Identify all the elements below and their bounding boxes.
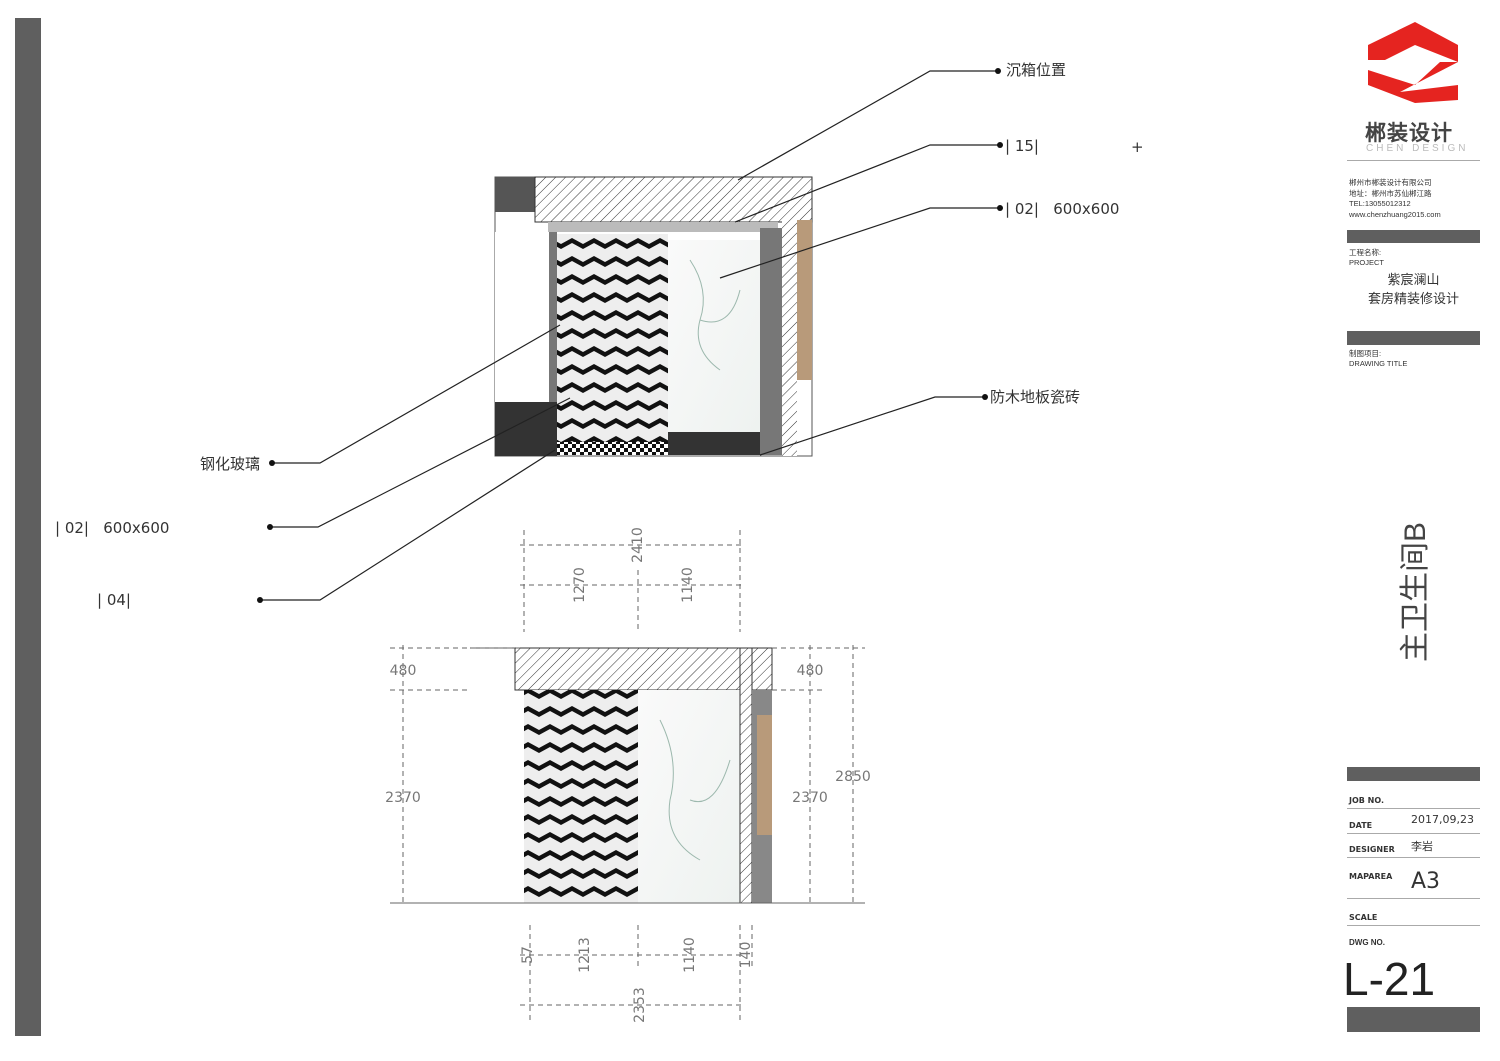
dim-left-lower: 2370 xyxy=(385,790,421,806)
drawing-title: 主卫生间B xyxy=(1399,522,1432,663)
date-value: 2017,09,23 xyxy=(1411,813,1474,826)
label-code-04: | 04| xyxy=(97,591,131,609)
label-tempered-glass: 钢化玻璃 xyxy=(200,455,260,473)
dim-top-total: 2410 xyxy=(630,527,646,563)
leader-dots xyxy=(257,68,1003,603)
dim-bottom-d: 140 xyxy=(738,942,754,969)
lower-elevation xyxy=(390,647,865,904)
brand-name-en: CHEN DESIGN xyxy=(1366,143,1469,154)
dim-bottom-b: 1213 xyxy=(577,937,593,973)
dwg-no-label: DWG NO. xyxy=(1349,938,1385,947)
chevron-tile-panel xyxy=(557,234,668,442)
label-sunken-box: 沉箱位置 xyxy=(1006,61,1066,79)
dim-top-right: 1140 xyxy=(680,567,696,603)
title-bar xyxy=(1347,331,1480,345)
divider xyxy=(1347,160,1480,161)
row-job-no: JOB NO. xyxy=(1347,781,1480,809)
company-website: www.chenzhuang2015.com xyxy=(1349,209,1441,219)
label-code-02-left: | 02| 600x600 xyxy=(55,519,169,537)
title-bar xyxy=(1347,230,1480,243)
brand-logo-icon xyxy=(1368,22,1458,103)
drawing-label-cn: 制图项目: xyxy=(1349,349,1382,358)
project-line2: 套房精装修设计 xyxy=(1367,291,1459,306)
row-date: DATE 2017,09,23 xyxy=(1347,808,1480,834)
designer-value: 李岩 xyxy=(1411,840,1433,853)
dim-left-upper: 480 xyxy=(390,663,417,679)
leader-lines xyxy=(260,70,1000,601)
project-name: 紫宸澜山 套房精装修设计 xyxy=(1347,270,1480,308)
dim-top-left: 1270 xyxy=(572,567,588,603)
left-margin-bar xyxy=(15,18,41,1036)
company-name: 郴州市郴装设计有限公司 xyxy=(1349,178,1432,187)
marble-panel xyxy=(668,240,760,432)
dim-bottom-total: 2353 xyxy=(632,987,648,1023)
dim-right-upper: 480 xyxy=(797,663,824,679)
date-label: DATE xyxy=(1349,821,1373,830)
row-scale: SCALE xyxy=(1347,898,1480,926)
label-code-15: | 15| xyxy=(1005,137,1039,155)
project-label-en: PROJECT xyxy=(1349,258,1385,267)
project-line1: 紫宸澜山 xyxy=(1387,272,1440,287)
scale-label: SCALE xyxy=(1349,913,1378,922)
plus-mark: + xyxy=(1131,138,1144,156)
dwg-no-value: L-21 xyxy=(1343,953,1436,1005)
job-no-label: JOB NO. xyxy=(1349,796,1385,805)
company-tel: TEL:13055012312 xyxy=(1349,199,1411,208)
dimension-lines xyxy=(390,530,865,1020)
maparea-label: MAPAREA xyxy=(1349,872,1393,881)
title-bar-bottom xyxy=(1347,1007,1480,1032)
designer-label: DESIGNER xyxy=(1349,845,1395,854)
maparea-value: A3 xyxy=(1411,869,1441,894)
row-designer: DESIGNER 李岩 xyxy=(1347,833,1480,858)
company-address: 地址：郴州市苏仙郴江路 xyxy=(1349,188,1432,198)
dim-bottom-c: 1140 xyxy=(682,937,698,973)
title-bar xyxy=(1347,767,1480,781)
dim-bottom-a: 57 xyxy=(520,946,536,964)
drawing-label-en: DRAWING TITLE xyxy=(1349,359,1408,368)
dim-right-lower: 2370 xyxy=(792,790,828,806)
label-wood-tile: 防木地板瓷砖 xyxy=(990,388,1080,406)
company-info: 郴州市郴装设计有限公司 地址：郴州市苏仙郴江路 TEL:13055012312 … xyxy=(1349,178,1441,220)
brand-name-cn: 郴装设计 xyxy=(1365,122,1453,145)
dim-right-total: 2850 xyxy=(835,769,871,785)
row-maparea: MAPAREA A3 xyxy=(1347,857,1480,899)
upper-elevation xyxy=(494,176,813,457)
drawing-label: 制图项目: DRAWING TITLE xyxy=(1349,349,1407,369)
label-code-02-right: | 02| 600x600 xyxy=(1005,200,1119,218)
project-label-cn: 工程名称: xyxy=(1349,248,1382,257)
project-label: 工程名称: PROJECT xyxy=(1349,248,1384,268)
